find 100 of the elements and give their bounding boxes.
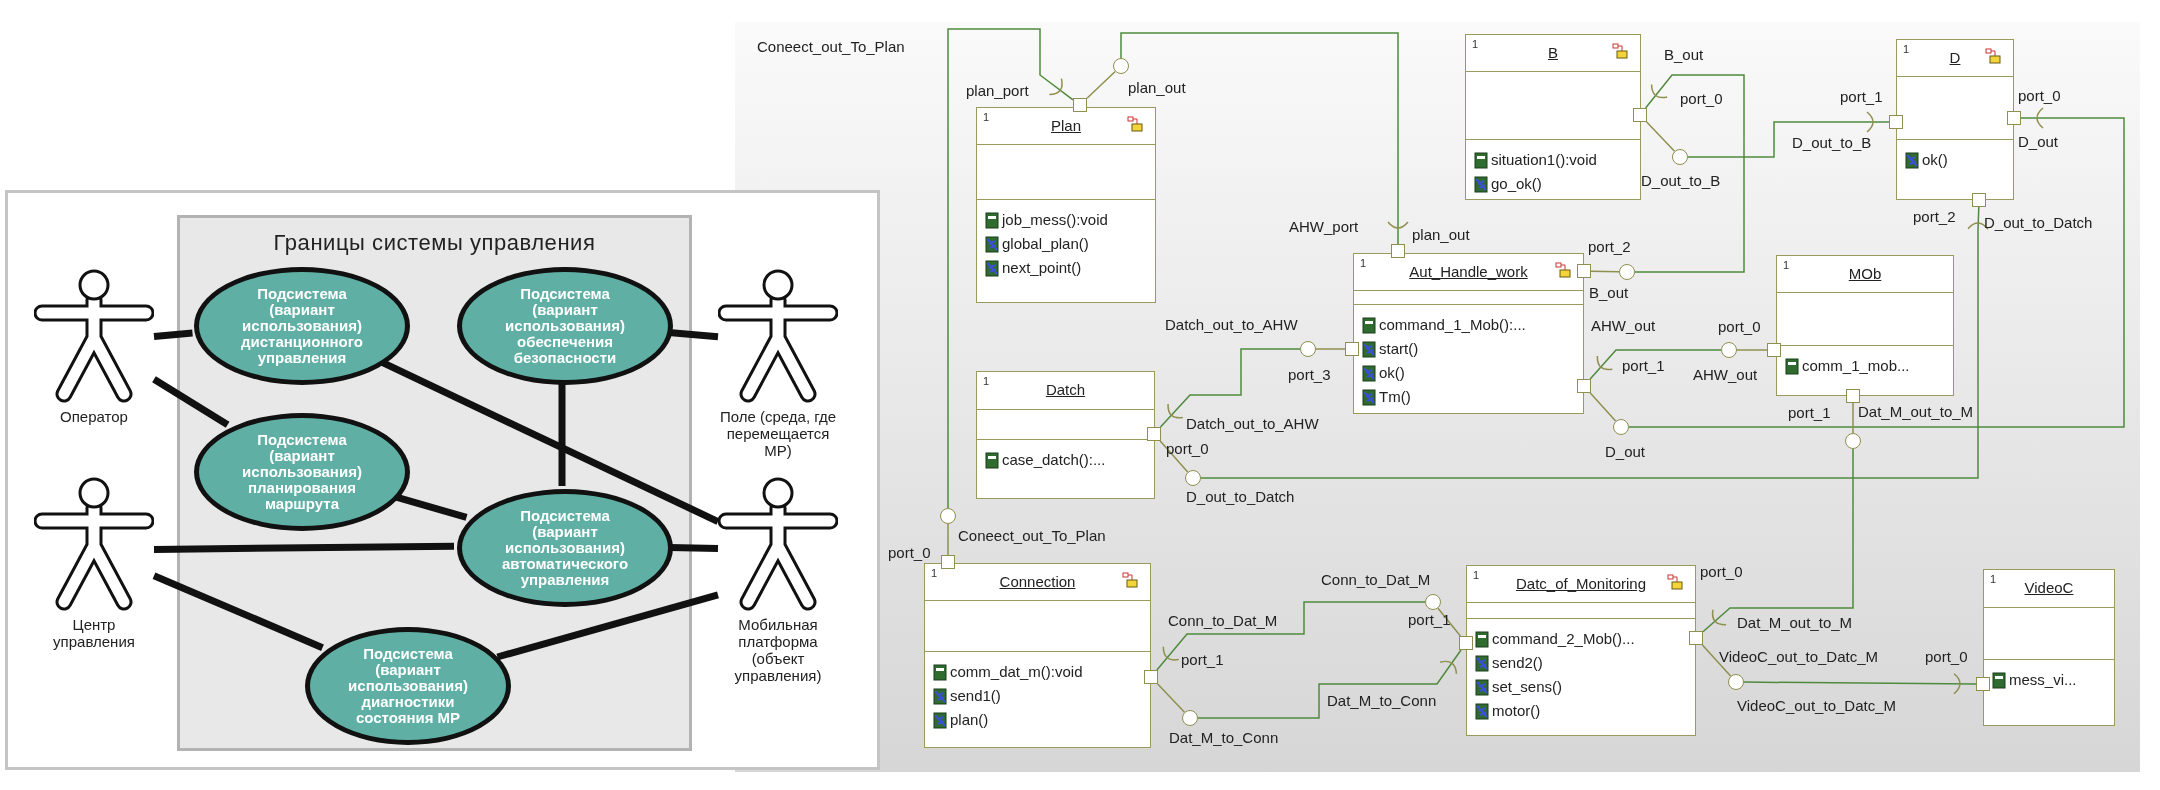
connector-line [1156, 683, 1186, 713]
class-box [1466, 565, 1696, 736]
operation-label: set_sens() [1492, 676, 1563, 697]
class-name: Plan [1051, 115, 1081, 136]
port-label: port_0 [2018, 87, 2061, 105]
port-label: port_1 [1622, 357, 1665, 375]
operation-label: case_datch():... [1002, 449, 1106, 470]
port-label: port_0 [1680, 90, 1723, 108]
port-square [1633, 108, 1647, 122]
multiplicity-label: 1 [1903, 43, 1910, 55]
port-square [941, 555, 955, 569]
connector-line [1159, 348, 1301, 428]
port-square [1345, 342, 1359, 356]
port-label: port_0 [1718, 318, 1761, 336]
connector-line [1589, 392, 1617, 422]
class-box [976, 371, 1155, 499]
multiplicity-label: 1 [1472, 38, 1479, 50]
operation-label: situation1():void [1491, 149, 1597, 170]
connector-line [947, 523, 949, 556]
multiplicity-label: 1 [1990, 573, 1997, 585]
interface-label: AHW_out [1693, 366, 1758, 384]
connector-line [1086, 70, 1116, 100]
association-line [153, 542, 455, 553]
connector-line [947, 28, 1074, 509]
multiplicity-label: 1 [983, 111, 990, 123]
interface-label: plan_out [1128, 79, 1186, 97]
port-label: port_0 [1166, 440, 1209, 458]
class-box [1896, 39, 2014, 200]
connector-line [1437, 607, 1462, 637]
operation-label: go_ok() [1491, 173, 1542, 194]
operation-label: plan() [950, 709, 989, 730]
interface-label: VideoC_out_to_Datc_M [1719, 648, 1878, 666]
operation-label: comm_dat_m():void [950, 661, 1083, 682]
port-label: port_1 [1181, 651, 1224, 669]
edge-label: Coneect_out_To_Plan [757, 38, 905, 56]
operation-label: motor() [1492, 700, 1541, 721]
interface-label: Dat_M_to_Conn [1169, 729, 1279, 747]
connector-line [1590, 270, 1620, 273]
port-square [1767, 343, 1781, 357]
connector-line [1315, 348, 1346, 350]
port-square [1972, 193, 1986, 207]
multiplicity-label: 1 [931, 567, 938, 579]
class-box [1983, 569, 2115, 726]
port-label: port_1 [1840, 88, 1883, 106]
edge-label: Conn_to_Dat_M [1168, 612, 1278, 630]
connector-line [1701, 644, 1732, 677]
class-name: VideoC [2024, 578, 2074, 599]
connector-line [1200, 206, 1989, 479]
connector-line [1687, 111, 1890, 158]
edge-label: AHW_out [1591, 317, 1656, 335]
class-name: MOb [1848, 263, 1882, 284]
port-square [1144, 670, 1158, 684]
interface-label: Datch_out_to_AHW [1165, 316, 1298, 334]
class-name: Aut_Handle_work [1409, 261, 1528, 282]
operation-label: global_plan() [1002, 233, 1089, 254]
class-name: B [1548, 42, 1558, 63]
edge-label: Dat_M_out_to_M [1737, 614, 1853, 632]
port-label: port_2 [1913, 208, 1956, 226]
use-case-label: Подсистема (вариант использования) диагностики состояния МР [347, 646, 469, 726]
association-line [152, 572, 324, 651]
interface-label: Conn_to_Dat_M [1321, 571, 1431, 589]
port-label: port_0 [1925, 648, 1968, 666]
port-label: port_1 [1408, 611, 1451, 629]
class-box [1776, 255, 1954, 396]
connector-line [1120, 32, 1409, 245]
class-name: Datc_of_Monitoring [1515, 573, 1647, 594]
port-square [1577, 264, 1591, 278]
port-label: port_0 [888, 544, 931, 562]
operation-label: command_1_Mob():... [1379, 314, 1526, 335]
multiplicity-label: 1 [1473, 569, 1480, 581]
multiplicity-label: 1 [1783, 259, 1790, 271]
interface-label: Dat_M_out_to_M [1858, 403, 1974, 421]
edge-label: Dat_M_to_Conn [1327, 692, 1437, 710]
port-square [1976, 677, 1990, 691]
operation-label: ok() [1379, 362, 1405, 383]
edge-label: D_out_to_Datch [1984, 214, 2093, 232]
operation-label: next_point() [1002, 257, 1082, 278]
multiplicity-label: 1 [1360, 257, 1367, 269]
connector-line [1589, 349, 1722, 380]
port-label: D_out_to_B [1641, 172, 1721, 190]
connector-line [1743, 673, 1977, 695]
port-square [1689, 631, 1703, 645]
operation-label: send2() [1492, 652, 1543, 673]
interface-label: Coneect_out_To_Plan [958, 527, 1106, 545]
class-box [976, 107, 1156, 303]
operation-label: mess_vi... [2009, 669, 2077, 690]
operation-label: Tm() [1379, 386, 1411, 407]
operation-label: start() [1379, 338, 1419, 359]
connector-line [1852, 402, 1854, 434]
class-name: Connection [999, 571, 1076, 592]
port-label: port_0 [1700, 563, 1743, 581]
port-label: port_1 [1788, 404, 1831, 422]
class-box [1353, 253, 1584, 414]
interface-label: D_out [1605, 443, 1646, 461]
connector-line [1702, 448, 1854, 633]
edge-label: D_out [2018, 133, 2059, 151]
connector-line [1628, 107, 2125, 428]
system-boundary [177, 215, 692, 751]
connector-line [1645, 121, 1676, 152]
port-label: plan_port [966, 82, 1029, 100]
